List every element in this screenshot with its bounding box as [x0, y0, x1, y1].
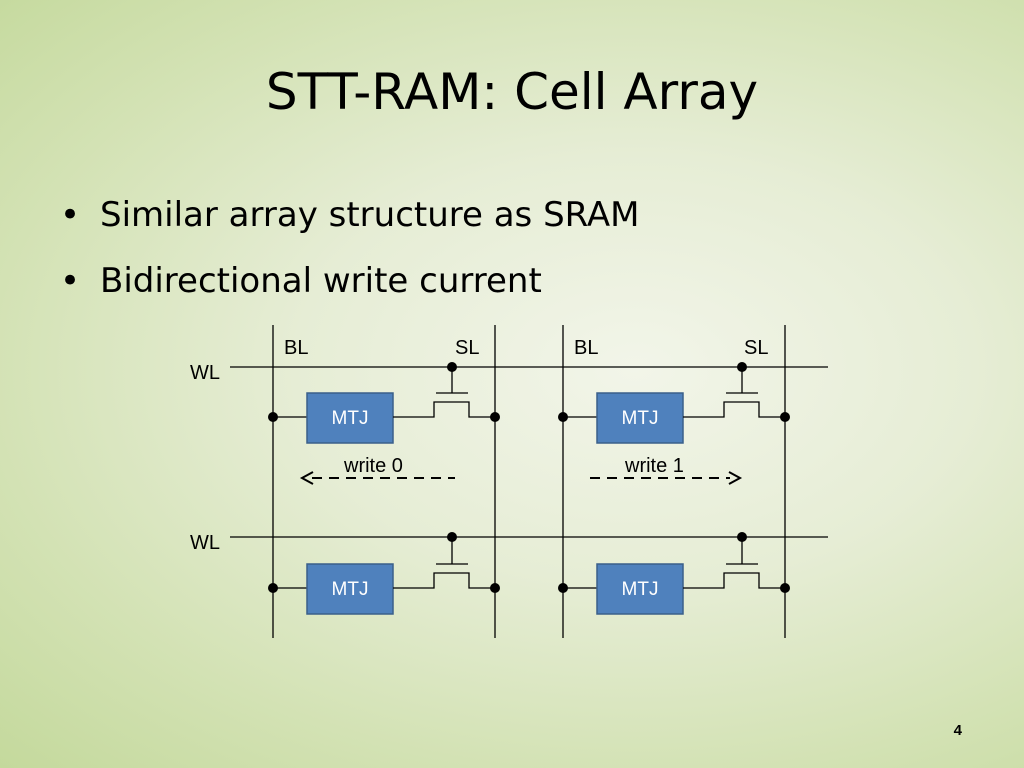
bullet-text: Similar array structure as SRAM: [100, 195, 640, 235]
arrow-left-icon: [299, 471, 314, 485]
bullet-dot-icon: •: [60, 195, 81, 235]
column-2-sourceline-label: SL: [744, 337, 768, 359]
arrow-right-icon: [728, 471, 743, 485]
write-0-label: write 0: [343, 455, 403, 477]
junction-dot: [737, 532, 747, 542]
slide-title: STT-RAM: Cell Array: [265, 63, 759, 121]
mtj-block: [596, 392, 684, 444]
mtj-label: MTJ: [622, 408, 659, 429]
wordline-2-label: WL: [190, 532, 220, 554]
mtj-label: MTJ: [332, 408, 369, 429]
mtj-block: [306, 392, 394, 444]
bullet-dot-icon: •: [60, 261, 81, 301]
cell-r1-c1: MTJ: [268, 362, 500, 444]
junction-dot: [737, 362, 747, 372]
mtj-label: MTJ: [332, 579, 369, 600]
bullet-text: Bidirectional write current: [100, 261, 542, 301]
junction-dot: [780, 412, 790, 422]
cell-r2-c1: MTJ: [268, 532, 500, 615]
mtj-block: [596, 563, 684, 615]
page-number: 4: [953, 722, 962, 739]
column-2-bitline-label: BL: [574, 337, 598, 359]
junction-dot: [490, 583, 500, 593]
write-1-label: write 1: [624, 455, 684, 477]
junction-dot: [447, 362, 457, 372]
bullet-item: • Bidirectional write current: [60, 256, 640, 322]
wordline-1-label: WL: [190, 362, 220, 384]
cell-r1-c2: MTJ: [558, 362, 790, 444]
mtj-block: [306, 563, 394, 615]
column-1-sourceline-label: SL: [455, 337, 479, 359]
cell-r2-c2: MTJ: [558, 532, 790, 615]
bullet-list: • Similar array structure as SRAM • Bidire…: [60, 190, 640, 322]
write-0-arrow: write 0: [299, 455, 455, 485]
column-1-bitline-label: BL: [284, 337, 308, 359]
bullet-item: • Similar array structure as SRAM: [60, 190, 640, 256]
mtj-label: MTJ: [622, 579, 659, 600]
junction-dot: [447, 532, 457, 542]
junction-dot: [780, 583, 790, 593]
write-1-arrow: write 1: [590, 455, 743, 485]
junction-dot: [490, 412, 500, 422]
